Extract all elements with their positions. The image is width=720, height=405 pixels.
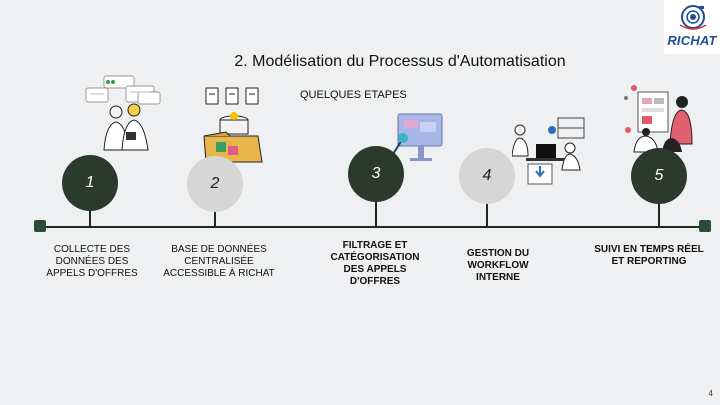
richat-logo: RICHAT: [664, 0, 720, 54]
step-2-number: 2: [210, 175, 220, 192]
camera-logo-icon: [679, 5, 707, 30]
page-number: 4: [708, 389, 713, 398]
step-5-circle: 5: [631, 148, 687, 204]
step-1-number: 1: [85, 174, 95, 191]
step-2-connector: [214, 205, 216, 227]
step-2-label: BASE DE DONNÉES CENTRALISÉE ACCESSIBLE À…: [163, 244, 275, 279]
step-5-number: 5: [654, 167, 664, 184]
reporting-illustration: [624, 85, 693, 153]
timeline-end-cap: [699, 220, 711, 232]
logo-wordmark: RICHAT: [667, 33, 717, 48]
database-illustration: [203, 87, 263, 163]
step-4-label: GESTION DU WORKFLOW INTERNE: [466, 248, 530, 283]
step-3-connector: [375, 196, 377, 227]
step-4-circle: 4: [459, 148, 515, 204]
step-1-connector: [89, 200, 91, 227]
timeline-line: [40, 226, 705, 228]
step-4-connector: [486, 196, 488, 227]
data-collection-illustration: [85, 75, 161, 151]
step-3-number: 3: [371, 165, 381, 182]
step-3-label: FILTRAGE ET CATÉGORISATION DES APPELS D'…: [330, 240, 420, 287]
timeline-start-cap: [34, 220, 46, 232]
step-3-circle: 3: [348, 146, 404, 202]
page-subtitle: QUELQUES ETAPES: [300, 89, 407, 101]
step-2-circle: 2: [187, 156, 243, 212]
step-4-number: 4: [482, 167, 492, 184]
step-5-connector: [658, 196, 660, 227]
workflow-illustration: [512, 117, 585, 185]
step-1-label: COLLECTE DES DONNÉES DES APPELS D'OFFRES: [46, 244, 138, 279]
step-1-circle: 1: [62, 155, 118, 211]
page-title: 2. Modélisation du Processus d'Automatis…: [234, 53, 566, 70]
step-5-label: SUIVI EN TEMPS RÉEL ET REPORTING: [594, 244, 704, 267]
